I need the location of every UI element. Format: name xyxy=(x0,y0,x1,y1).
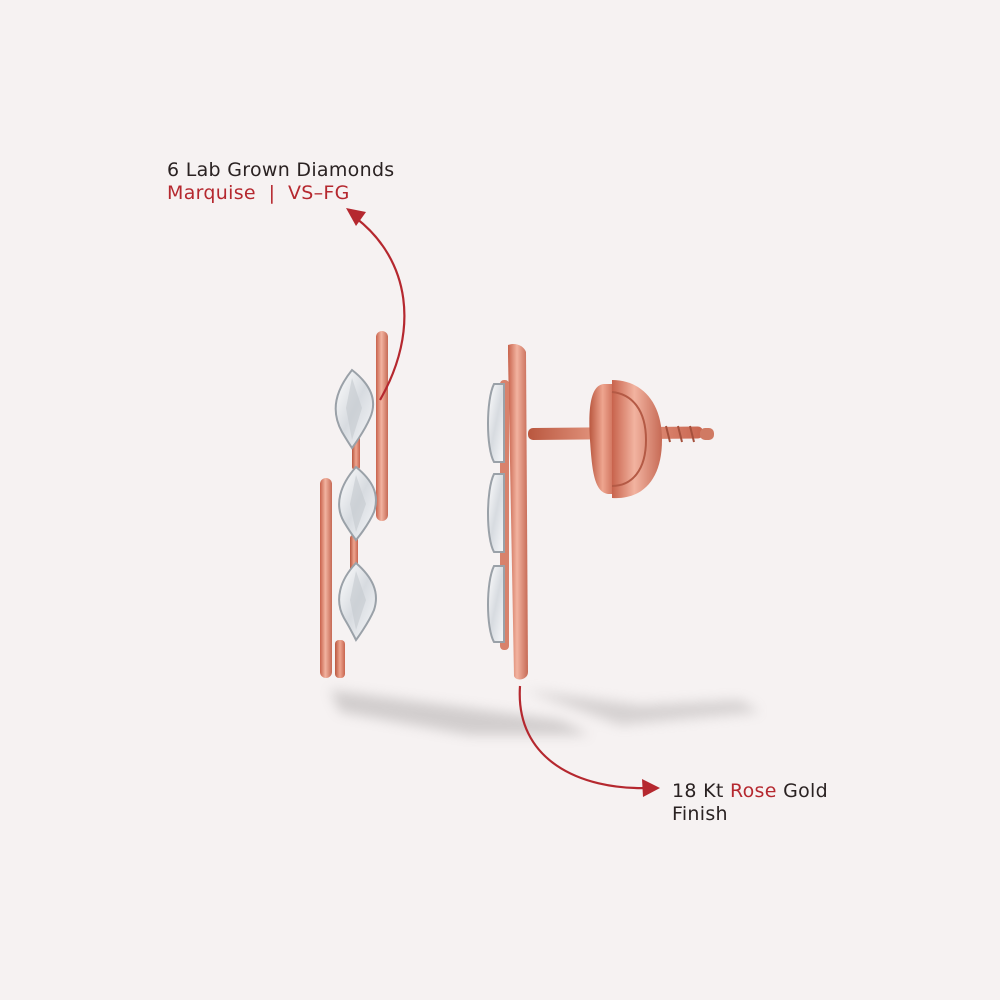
marquise-diamond xyxy=(334,368,375,450)
shadow xyxy=(330,690,760,735)
diamond-spec-label: 6 Lab Grown Diamonds Marquise | VS–FG xyxy=(167,159,395,205)
metal-karat: 18 Kt xyxy=(672,780,724,802)
earring-front-view xyxy=(320,331,388,678)
metal-name: Gold xyxy=(783,780,828,802)
diamond-grade: VS–FG xyxy=(287,182,350,204)
curved-arrow-icon xyxy=(346,208,406,401)
metal-color: Rose xyxy=(729,780,777,802)
marquise-diamond xyxy=(338,561,377,642)
metal-spec-label: 18 Kt Rose Gold Finish xyxy=(672,780,828,826)
diamond-cut-grade-text: Marquise | VS–FG xyxy=(167,182,395,205)
earring-side-view xyxy=(487,343,714,680)
separator: | xyxy=(268,182,276,204)
marquise-diamond xyxy=(338,465,377,542)
metal-type-text: 18 Kt Rose Gold xyxy=(672,780,828,803)
diamond-count-text: 6 Lab Grown Diamonds xyxy=(167,159,395,181)
metal-finish-text: Finish xyxy=(672,803,728,825)
screw-back xyxy=(589,380,662,499)
diamond-shape: Marquise xyxy=(167,182,256,204)
curved-arrow-icon xyxy=(518,685,660,797)
